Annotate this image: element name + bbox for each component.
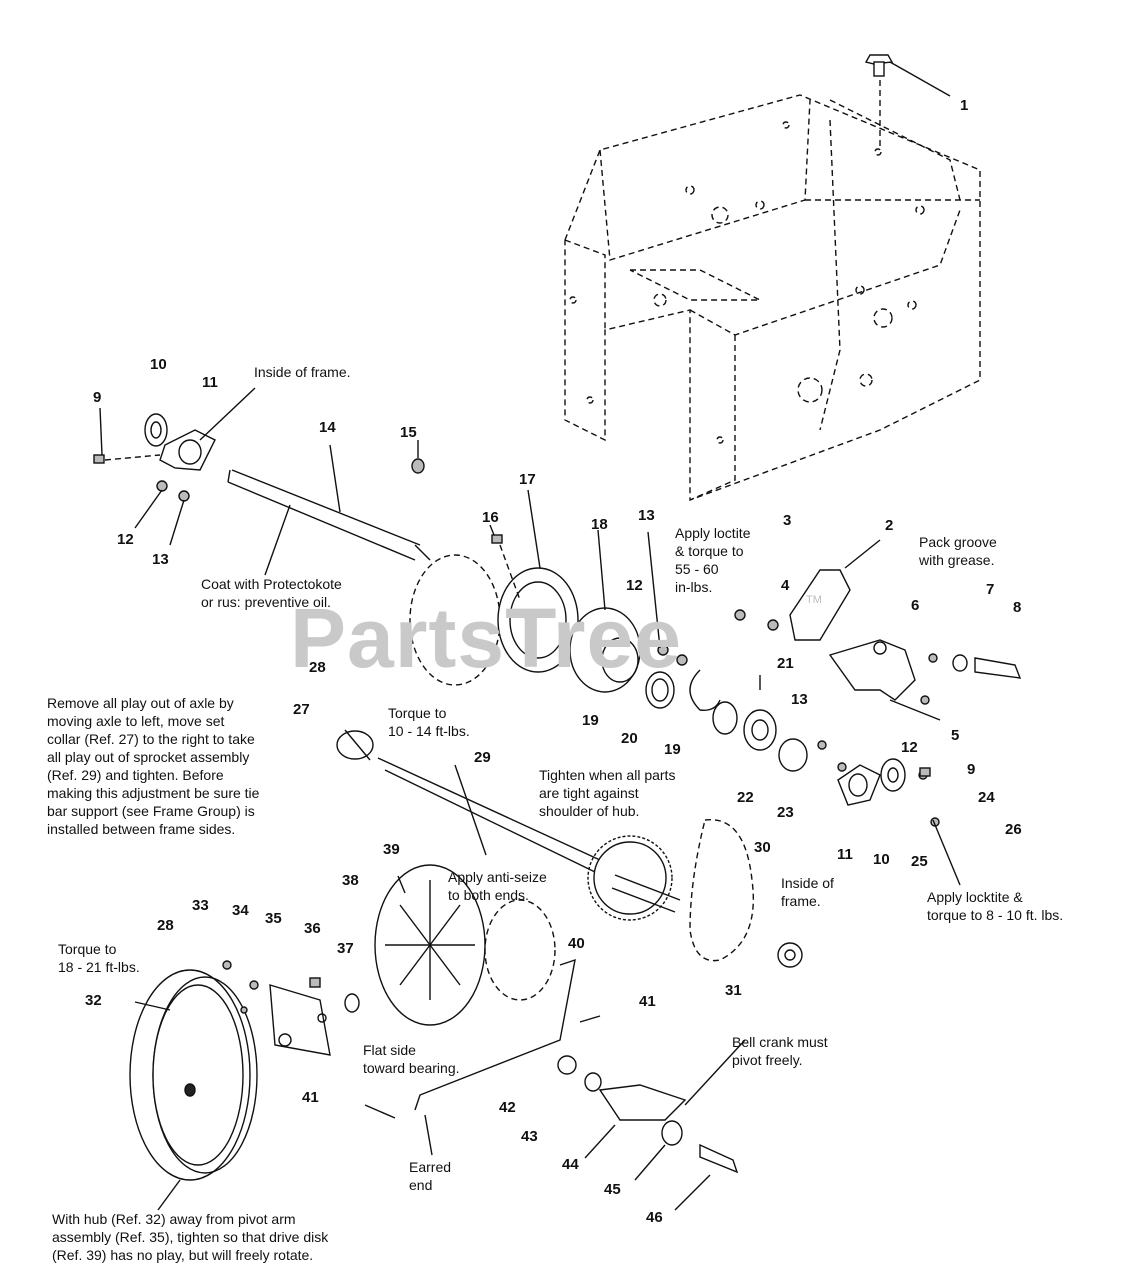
sprocket-shaft [336,729,803,968]
callout-23: 23 [777,804,794,821]
callout-33: 33 [192,897,209,914]
note-torque-10: Torque to 10 - 14 ft-lbs. [388,705,470,739]
callout-35: 35 [265,910,282,927]
note-anti-seize: Apply anti-seize to both ends. [448,869,547,903]
callout-1: 1 [960,97,969,114]
note-flat-side: Flat side toward bearing. [363,1042,460,1076]
callout-12-right: 12 [901,739,918,756]
callout-19-left: 19 [582,712,599,729]
callout-16: 16 [482,509,499,526]
note-loctite-8: Apply locktite & torque to 8 - 10 ft. lb… [927,889,1064,923]
note-tighten-hub: Tighten when all parts are tight against… [539,767,676,819]
callout-34: 34 [232,902,249,919]
callout-39: 39 [383,841,400,858]
callout-6: 6 [911,597,920,614]
note-loctite-55: Apply loctite & torque to 55 - 60 in-lbs… [675,525,751,595]
callout-27: 27 [293,701,310,718]
bolt-1 [864,54,951,97]
callout-41-right: 41 [639,993,656,1010]
callout-9-lower: 9 [967,761,976,778]
callout-36: 36 [304,920,321,937]
note-remove-play: Remove all play out of axle by moving ax… [47,695,260,837]
callout-12-mid: 12 [626,577,643,594]
callout-42: 42 [499,1099,516,1116]
callout-28-lower: 28 [157,917,174,934]
callout-11-upper: 11 [202,374,218,391]
bracket-right [734,539,1022,721]
callout-44: 44 [562,1156,579,1173]
note-coat: Coat with Protectokote or rus: preventiv… [201,576,342,610]
callout-8: 8 [1013,599,1022,616]
callout-26: 26 [1005,821,1022,838]
callout-41-left: 41 [302,1089,319,1106]
axle-14 [227,444,431,576]
callout-46: 46 [646,1209,663,1226]
callout-17: 17 [519,471,536,488]
bearing-flange-upper [93,387,256,546]
callout-31: 31 [725,982,742,999]
callout-12-left: 12 [117,531,134,548]
callout-11-lower: 11 [837,846,853,863]
callout-3: 3 [783,512,792,529]
frame-outline [564,70,981,502]
callout-9-upper: 9 [93,389,102,406]
callout-32: 32 [85,992,102,1009]
drive-assembly [409,440,808,772]
callout-24: 24 [978,789,995,806]
drive-disk [374,864,556,1026]
pulley-and-pivot [129,960,360,1211]
callout-15: 15 [400,424,417,441]
note-pack-groove: Pack groove with grease. [919,534,997,568]
callout-43: 43 [521,1128,538,1145]
callout-29: 29 [474,749,491,766]
callout-22: 22 [737,789,754,806]
callout-28-upper: 28 [309,659,326,676]
callout-38: 38 [342,872,359,889]
callout-13-mid: 13 [638,507,655,524]
watermark: PartsTree [290,591,682,685]
note-inside-frame-top: Inside of frame. [254,364,351,380]
callout-30: 30 [754,839,771,856]
bearing-flange-lower [817,740,961,886]
callout-25: 25 [911,853,928,870]
callout-20: 20 [621,730,638,747]
linkage [364,958,746,1211]
callout-18: 18 [591,516,608,533]
callout-14: 14 [319,419,336,436]
note-inside-frame-bottom: Inside of frame. [781,875,834,909]
callout-45: 45 [604,1181,621,1198]
callout-5: 5 [951,727,960,744]
note-torque-18: Torque to 18 - 21 ft-lbs. [58,941,140,975]
callout-37: 37 [337,940,354,957]
callout-13-left: 13 [152,551,169,568]
callout-7: 7 [986,581,995,598]
note-bell-crank: Bell crank must pivot freely. [732,1034,828,1068]
callout-10-upper: 10 [150,356,167,373]
callout-13-right: 13 [791,691,808,708]
callout-21: 21 [777,655,794,672]
note-earred-end: Earred end [409,1159,452,1193]
note-hub: With hub (Ref. 32) away from pivot arm a… [52,1211,329,1263]
watermark-trademark: TM [806,594,822,606]
callout-4: 4 [781,577,790,594]
callout-19-right: 19 [664,741,681,758]
callout-10-lower: 10 [873,851,890,868]
callout-40: 40 [568,935,585,952]
callout-2: 2 [885,517,894,534]
